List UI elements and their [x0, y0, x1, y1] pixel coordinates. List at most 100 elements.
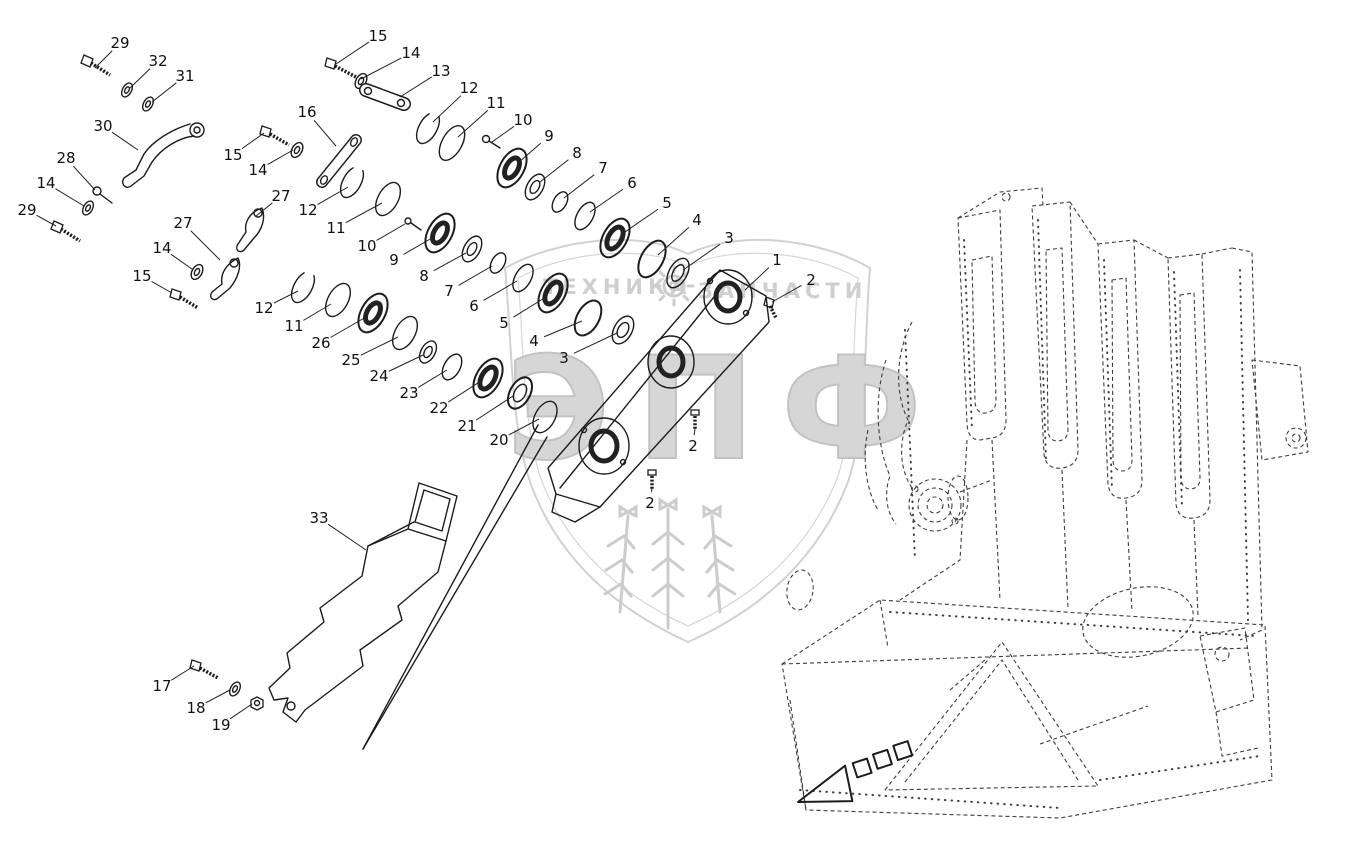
callout-10: 10	[513, 111, 532, 129]
callout-29: 29	[110, 34, 129, 52]
callout-14: 14	[401, 44, 420, 62]
leader-line	[303, 303, 332, 321]
leader-line	[744, 267, 770, 291]
leader-line	[491, 125, 515, 143]
leader-line	[682, 243, 721, 271]
callout-22: 22	[429, 399, 448, 417]
callout-4: 4	[529, 332, 539, 350]
leader-line	[475, 395, 514, 421]
callout-5: 5	[662, 194, 672, 212]
part-shaft-16	[316, 134, 362, 188]
part-hook-27-lower	[209, 257, 241, 301]
leader-line	[55, 188, 85, 207]
leader-line	[483, 280, 518, 301]
leader-line	[273, 290, 299, 304]
leader-line	[771, 284, 802, 303]
leader-line	[621, 208, 659, 235]
leader-line	[418, 369, 448, 388]
leader-line	[432, 95, 462, 123]
callout-11: 11	[284, 317, 303, 335]
part-washer-14-lower	[190, 263, 204, 281]
leader-line	[508, 418, 540, 436]
leader-line	[255, 202, 273, 217]
part-bracket-30	[122, 122, 205, 188]
leader-line	[403, 237, 433, 255]
exploded-parts-drawing	[50, 54, 778, 750]
part-bolt-29-top	[80, 54, 111, 77]
leader-line	[151, 82, 177, 103]
callout-1: 1	[772, 251, 782, 269]
part-washer-32	[120, 82, 134, 98]
callout-2: 2	[806, 271, 816, 289]
leader-line	[447, 380, 482, 403]
callout-25: 25	[341, 351, 360, 369]
leader-line	[327, 523, 367, 551]
callout-28: 28	[56, 149, 75, 167]
part-bearing-plate	[547, 269, 770, 523]
callout-18: 18	[186, 699, 205, 717]
leader-line	[229, 703, 253, 720]
part-fitting-28	[92, 186, 113, 204]
parts-row-3	[290, 270, 558, 434]
callout-11: 11	[326, 219, 345, 237]
leader-line	[388, 354, 424, 372]
callout-3: 3	[724, 229, 734, 247]
part-link-13	[359, 83, 411, 111]
callout-17: 17	[152, 677, 171, 695]
callout-9: 9	[389, 251, 399, 269]
callout-9: 9	[544, 127, 554, 145]
leader-line	[171, 665, 195, 681]
callout-21: 21	[457, 417, 476, 435]
callout-14: 14	[36, 174, 55, 192]
part-bolt-17	[189, 659, 219, 680]
leader-line	[573, 332, 618, 354]
leader-line	[693, 427, 696, 436]
leader-line	[335, 41, 370, 65]
part-guard-33	[268, 482, 458, 723]
callout-31: 31	[175, 67, 194, 85]
leader-line	[517, 142, 542, 164]
leader-line	[36, 214, 57, 227]
leader-line	[589, 188, 624, 213]
callout-7: 7	[444, 282, 454, 300]
callout-8: 8	[572, 144, 582, 162]
callout-6: 6	[469, 297, 479, 315]
leader-line	[657, 226, 690, 256]
part-bolt-29-lower	[50, 220, 81, 243]
leader-line	[151, 280, 173, 294]
leader-line	[345, 202, 383, 224]
callout-15: 15	[368, 27, 387, 45]
leader-line	[457, 109, 489, 138]
callout-12: 12	[254, 299, 273, 317]
callout-6: 6	[627, 174, 637, 192]
leader-line	[267, 149, 294, 165]
callout-10: 10	[357, 237, 376, 255]
callout-11: 11	[486, 94, 505, 112]
callout-16: 16	[297, 103, 316, 121]
callout-30: 30	[93, 117, 112, 135]
leader-line	[313, 120, 337, 147]
leader-line	[330, 316, 367, 338]
part-bolt-15-lower	[169, 288, 199, 310]
direction-arrow	[797, 740, 914, 803]
callout-19: 19	[211, 716, 230, 734]
part-washer-18	[228, 681, 242, 697]
leader-line	[513, 296, 547, 318]
leader-line	[170, 253, 193, 270]
wheat-emblem	[603, 497, 737, 630]
leader-line	[241, 132, 265, 150]
callout-15: 15	[223, 146, 242, 164]
watermark-logo-text: ЭПФ	[506, 327, 948, 492]
callout-15: 15	[132, 267, 151, 285]
watermark-shield: ТЕХНИКА ЗАПЧАСТИ ЭПФ	[503, 238, 948, 644]
callout-4: 4	[692, 211, 702, 229]
callout-20: 20	[489, 431, 508, 449]
callout-2: 2	[645, 494, 655, 512]
callout-24: 24	[369, 367, 388, 385]
part-washer-14-left	[81, 200, 95, 216]
part-nut-19	[250, 696, 264, 711]
leader-line	[129, 68, 151, 89]
leader-line	[650, 487, 653, 493]
